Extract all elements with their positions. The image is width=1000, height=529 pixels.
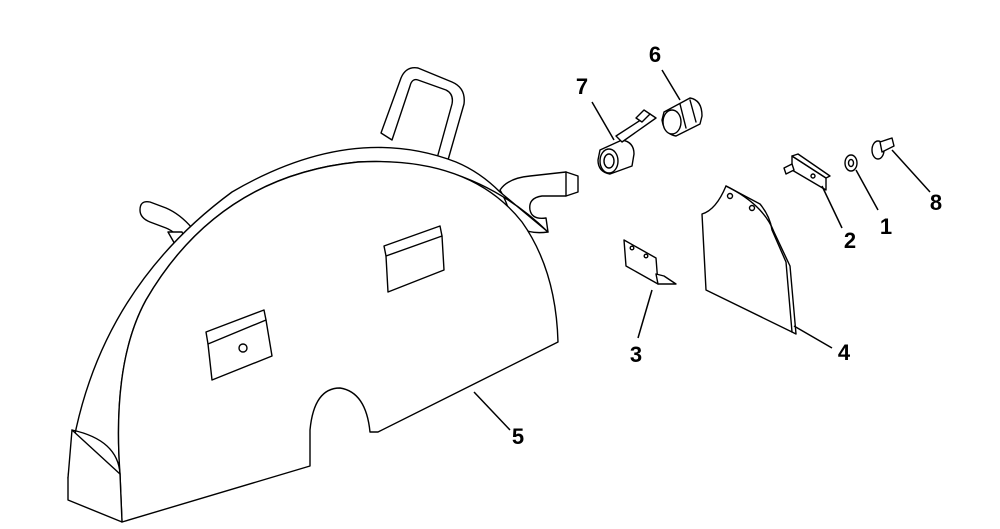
leader-6 (661, 69, 681, 101)
angle-bracket (623, 239, 677, 285)
leader-lines (473, 69, 931, 431)
leader-2 (821, 185, 843, 229)
callout-8: 8 (930, 190, 942, 215)
small-plate (783, 153, 831, 191)
leader-5 (473, 391, 511, 431)
leader-1 (855, 169, 879, 211)
leader-4 (793, 325, 833, 349)
callout-3: 3 (630, 342, 642, 367)
washer (844, 154, 858, 172)
leader-8 (891, 149, 931, 193)
callout-labels: 1 2 3 4 5 6 7 8 (512, 42, 942, 449)
water-valve (597, 109, 657, 175)
callout-2: 2 (844, 228, 856, 253)
leader-3 (637, 289, 653, 339)
callout-7: 7 (576, 74, 588, 99)
callout-6: 6 (649, 42, 661, 67)
fitting (661, 97, 703, 137)
rubber-flap (701, 185, 797, 335)
leader-7 (591, 101, 615, 141)
side-bracket-upper (383, 225, 445, 293)
callout-5: 5 (512, 424, 524, 449)
callout-1: 1 (880, 214, 892, 239)
side-bracket-left (205, 309, 273, 381)
screw (871, 137, 895, 160)
blade-guard (67, 67, 579, 523)
callout-4: 4 (838, 340, 851, 365)
